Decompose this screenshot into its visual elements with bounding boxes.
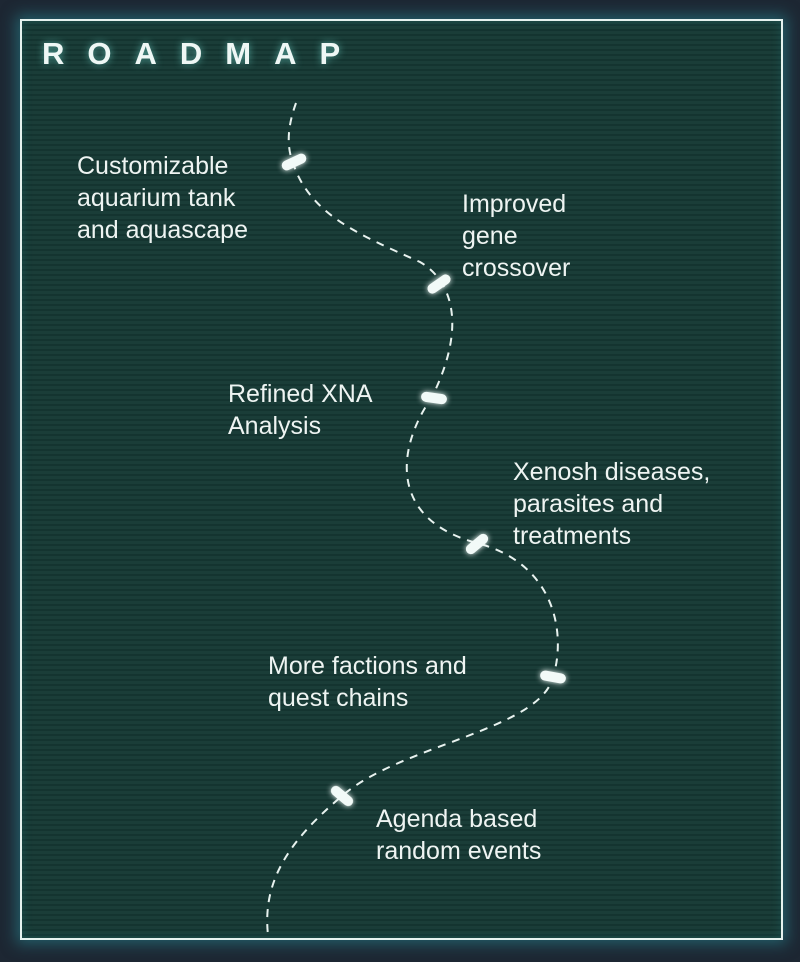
milestone-marker (427, 274, 451, 294)
milestone-marker (330, 785, 354, 807)
milestone-label: Improved gene crossover (462, 190, 571, 282)
milestone-label: Xenosh diseases, parasites and treatment… (513, 458, 711, 550)
milestone-label: Agenda based random events (376, 805, 542, 865)
milestone-label: Refined XNA Analysis (228, 380, 373, 440)
milestone-marker (540, 670, 566, 684)
dashed-route (266, 102, 559, 936)
milestone-marker (421, 391, 447, 405)
roadmap-panel (20, 19, 783, 940)
milestone-label: More factions and quest chains (268, 652, 467, 712)
milestone-marker (465, 533, 489, 555)
page-title: ROADMAP (42, 36, 364, 71)
milestone-marker (281, 153, 307, 171)
milestone-label: Customizable aquarium tank and aquascape (77, 152, 248, 244)
